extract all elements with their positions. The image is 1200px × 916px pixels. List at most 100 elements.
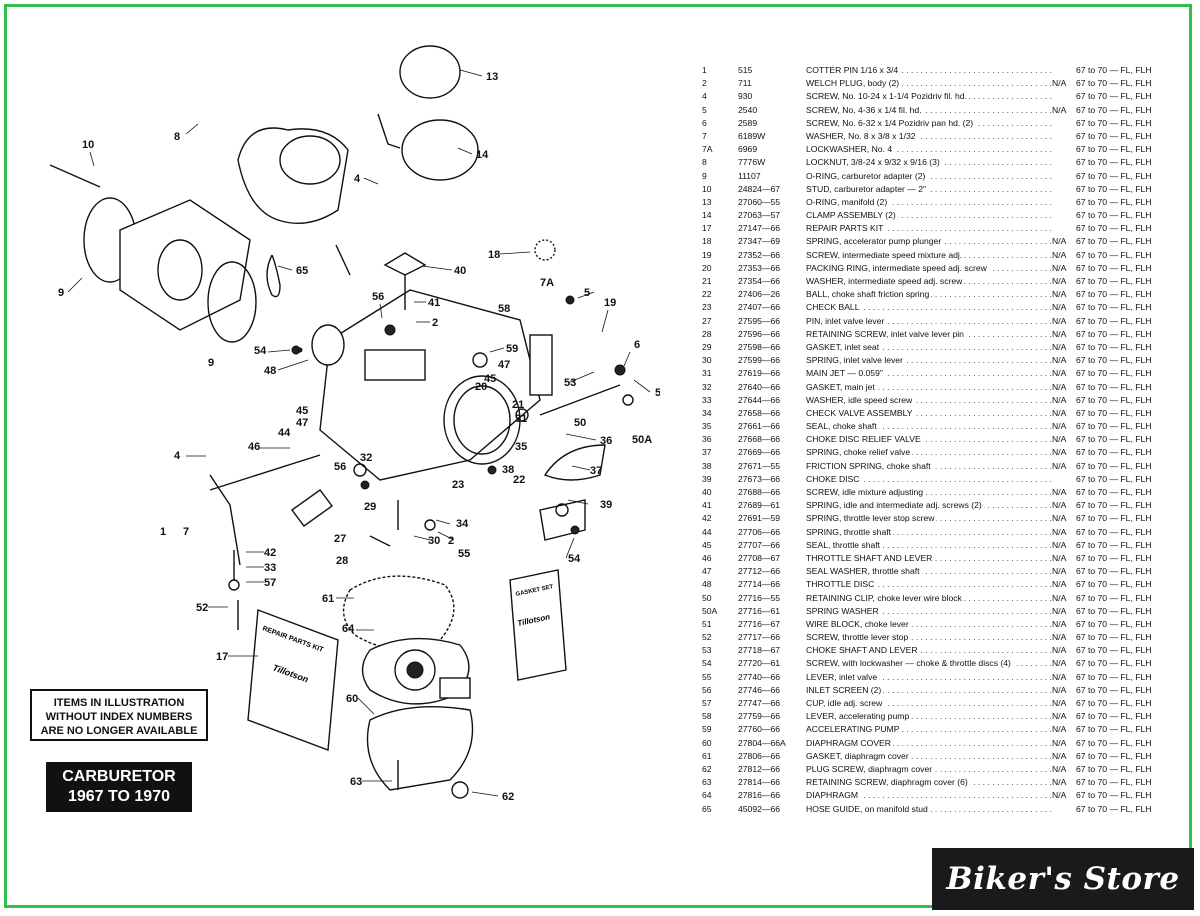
carburetor-adapter <box>119 199 251 331</box>
part-index: 42 <box>702 513 712 524</box>
part-description-text: CUP, idle adj. screw <box>806 698 885 708</box>
part-description-text: REPAIR PARTS KIT <box>806 223 886 234</box>
fitment-years: 67 to 70 — FL, FLH <box>1076 91 1152 102</box>
part-description: FRICTION SPRING, choke shaft <box>806 460 1052 473</box>
fitment-years: 67 to 70 — FL, FLH <box>1076 777 1152 788</box>
availability <box>1052 183 1076 196</box>
part-index: 65 <box>702 803 712 814</box>
availability: N/A <box>1052 328 1067 339</box>
availability: N/A <box>1052 289 1067 300</box>
part-description-text: LEVER, inlet valve <box>806 671 880 682</box>
callout-label: 4 <box>174 450 181 462</box>
part-number: 27354—66 <box>738 276 781 286</box>
part-number: 11107 <box>738 170 761 181</box>
fitment-years: 67 to 70 — FL, FLH <box>1076 407 1152 418</box>
fitment-years: 67 to 70 — FL, FLH <box>1076 803 1152 814</box>
part-description-text: INLET SCREEN (2) <box>806 684 884 695</box>
part-description: SEAL, throttle shaft <box>806 539 1052 552</box>
part-number: 45092—66 <box>738 803 781 814</box>
part-number: 27814—66 <box>738 777 781 788</box>
fitment-years: 67 to 70 — FL, FLH <box>1076 539 1152 550</box>
fitment-years: 67 to 70 — FL, FLH <box>1076 170 1152 181</box>
part-number: 27595—66 <box>738 315 781 326</box>
part-description-text: CHOKE DISC <box>806 473 862 484</box>
callout-label: 61 <box>322 593 334 605</box>
availability: N/A <box>1052 684 1067 695</box>
diaphragm-cover-gasket <box>342 575 455 650</box>
part-description-text: SCREW, No. 6-32 x 1/4 Pozidriv pan hd. (… <box>806 117 976 128</box>
part-index: 41 <box>702 500 712 511</box>
callout-label: 51 <box>655 387 660 399</box>
availability: N/A <box>1052 698 1067 708</box>
availability: N/A <box>1052 592 1067 603</box>
part-description-text: RETAINING SCREW, diaphragm cover (6) <box>806 777 970 788</box>
availability: N/A <box>1052 407 1067 418</box>
callout-label: 7 <box>183 526 189 538</box>
part-number: 27708—67 <box>738 552 781 563</box>
callout-label: 45 <box>484 373 496 385</box>
part-description: WASHER, idle speed screw <box>806 394 1052 407</box>
part-description: CHOKE DISC <box>806 473 1052 486</box>
part-number: 2589 <box>738 117 758 128</box>
part-number: 27707—66 <box>738 539 781 550</box>
availability: N/A <box>1052 78 1067 89</box>
part-index: 61 <box>702 750 712 761</box>
part-index: 52 <box>702 632 712 643</box>
fitment-years: 67 to 70 — FL, FLH <box>1076 632 1152 643</box>
callout-label: 7A <box>540 277 554 289</box>
part-number: 7776W <box>738 157 766 168</box>
availability: N/A <box>1052 724 1067 735</box>
part-index: 51 <box>702 618 712 629</box>
clamp-assembly <box>401 119 479 181</box>
callout-label: 45 <box>296 405 308 417</box>
part-description-text: GASKET, inlet seat <box>806 341 882 352</box>
part-description-text: PACKING RING, intermediate speed adj. sc… <box>806 262 989 273</box>
fitment-years: 67 to 70 — FL, FLH <box>1076 328 1152 339</box>
callout-label: 33 <box>264 562 276 574</box>
callout-label: 14 <box>476 149 489 161</box>
part-description: THROTTLE SHAFT AND LEVER <box>806 552 1052 565</box>
availability <box>1052 90 1076 103</box>
part-description-text: WASHER, No. 8 x 3/8 x 1/32 <box>806 130 918 141</box>
part-description: ACCELERATING PUMP <box>806 723 1052 737</box>
availability: N/A <box>1052 763 1067 774</box>
part-description: STUD, carburetor adapter — 2" <box>806 183 1052 196</box>
part-index: 7A <box>702 144 713 155</box>
availability: N/A <box>1052 618 1067 629</box>
part-description: CLAMP ASSEMBLY (2) <box>806 209 1052 222</box>
part-number: 27688—66 <box>738 487 781 497</box>
bikers-store-logo: Biker's Store <box>932 848 1194 910</box>
fitment-years: 67 to 70 — FL, FLH <box>1076 341 1152 352</box>
callout-label: 31 <box>515 413 527 425</box>
availability: N/A <box>1052 658 1067 669</box>
part-description: RETAINING CLIP, choke lever wire block <box>806 592 1052 605</box>
callout-label: 32 <box>360 452 372 464</box>
part-description: SPRING, accelerator pump plunger <box>806 235 1052 249</box>
notice-line: ITEMS IN ILLUSTRATION <box>53 697 185 709</box>
title-line: CARBURETOR <box>62 768 176 785</box>
availability <box>1052 222 1076 235</box>
part-description-text: SEAL WASHER, throttle shaft <box>806 566 922 577</box>
part-description-text: O-RING, carburetor adapter (2) <box>806 170 928 181</box>
parts-row: 65 45092—66 HOSE GUIDE, on manifold stud 67… <box>690 803 1168 816</box>
fitment-years: 67 to 70 — FL, FLH <box>1076 473 1152 484</box>
part-index: 21 <box>702 276 712 286</box>
part-description-text: HOSE GUIDE, on manifold stud <box>806 803 930 814</box>
fitment-years: 67 to 70 — FL, FLH <box>1076 157 1152 168</box>
fitment-years: 67 to 70 — FL, FLH <box>1076 513 1152 524</box>
part-number: 27740—66 <box>738 671 781 682</box>
part-description: GASKET, diaphragm cover <box>806 750 1052 763</box>
fitment-years: 67 to 70 — FL, FLH <box>1076 276 1152 286</box>
part-index: 39 <box>702 473 712 484</box>
choke-disc <box>543 444 606 481</box>
